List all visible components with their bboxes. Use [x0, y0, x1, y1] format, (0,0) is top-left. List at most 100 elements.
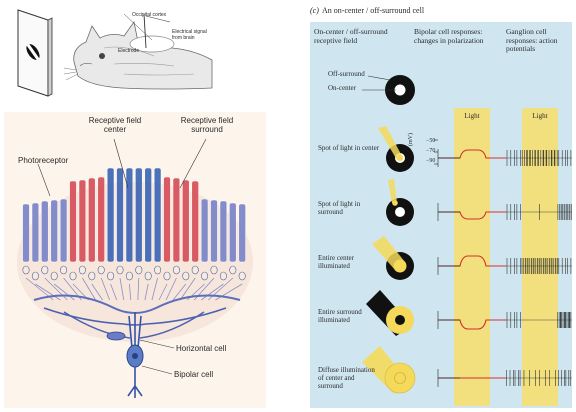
bipolar-trace-3: [438, 319, 506, 330]
receptive-field-center-label: Receptive field center: [88, 116, 142, 134]
bipolar-light-band: [454, 108, 490, 406]
photoreceptor-cell: [210, 199, 218, 263]
photoreceptor-axon: [137, 277, 140, 301]
photoreceptor-nucleus: [88, 271, 96, 281]
photoreceptor-cell: [31, 202, 40, 263]
photoreceptor-cell: [50, 199, 58, 263]
light-beam-0: [378, 126, 403, 160]
photoreceptor-cell: [163, 176, 171, 263]
photoreceptor-cell: [78, 179, 87, 263]
photoreceptor-nucleus: [41, 265, 49, 275]
photoreceptor-cell: [200, 198, 209, 263]
photoreceptor-nucleus: [107, 271, 115, 281]
light-spot-2: [393, 259, 407, 273]
ganglion-light-label: Light: [532, 112, 548, 120]
photoreceptor-cell: [135, 167, 143, 263]
photoreceptor-axon: [110, 283, 118, 301]
photoreceptor-cell: [219, 200, 228, 263]
on-center-panel-heading: (c) An on-center / off-surround cell: [310, 6, 572, 20]
photoreceptor-cell: [116, 167, 124, 263]
axis-unit: (mV): [408, 133, 414, 146]
photoreceptor-nucleus: [229, 265, 237, 275]
photoreceptor-nucleus: [201, 271, 209, 281]
photoreceptor-axon: [201, 283, 224, 301]
col3-header: Ganglion cell responses: action potentia…: [506, 27, 558, 53]
bipolar-trace-1: [438, 211, 506, 220]
photoreceptor-nucleus: [182, 271, 190, 281]
photoreceptor-nucleus: [60, 265, 68, 275]
photoreceptor-nucleus: [69, 271, 77, 281]
bipolar-cell-label: Bipolar cell: [174, 370, 214, 379]
photoreceptor-axon: [151, 277, 158, 301]
photoreceptor-cell: [191, 180, 199, 263]
col2-header: Bipolar cell responses: changes in polar…: [414, 27, 484, 45]
photoreceptor-cell: [172, 177, 181, 263]
cat-experiment-panel: Occipital cortex Electrical signal from …: [4, 4, 252, 102]
photoreceptor-nucleus: [238, 271, 246, 281]
row-label-center-spot: Spot of light in center: [318, 144, 380, 152]
col1-header: On-center / off-surround receptive field: [314, 27, 388, 45]
photoreceptor-nucleus: [154, 265, 162, 275]
row-label-entire-center: Entire center illuminated: [318, 254, 354, 270]
horizontal-cell-body: [106, 331, 126, 341]
photoreceptor-cell: [97, 176, 105, 263]
retina-illustration: [17, 138, 253, 398]
photoreceptor-cell: [41, 200, 49, 263]
row-label-surround-spot: Spot of light in surround: [318, 200, 361, 216]
photoreceptor-nucleus: [135, 265, 143, 275]
stimulus-disc-4: [384, 362, 416, 394]
axis-tick-2: −90: [426, 158, 436, 164]
electrical-signal-label: Electrical signal from brain: [172, 29, 207, 41]
photoreceptor-axon: [165, 277, 177, 301]
receptive-field-surround-label: Receptive field surround: [180, 116, 234, 134]
photoreceptor-nucleus: [78, 265, 86, 275]
photoreceptor-axon: [53, 283, 75, 301]
photoreceptor-nucleus: [210, 265, 218, 275]
light-beam-1: [388, 179, 397, 203]
photoreceptor-axon: [82, 277, 96, 301]
stimulus-center-1: [395, 207, 405, 217]
photoreceptor-cell: [22, 203, 30, 263]
photoreceptor-nucleus: [116, 265, 124, 275]
photoreceptor-axon: [100, 277, 111, 301]
on-center-label: On-center: [328, 84, 356, 92]
horizontal-cell-label: Horizontal cell: [176, 344, 227, 353]
photoreceptor-nucleus: [125, 271, 133, 281]
legend-on-center-disc: [394, 84, 406, 96]
photoreceptor-nucleus: [191, 265, 199, 275]
on-center-panel: On-center / off-surround receptive field…: [310, 22, 572, 408]
photoreceptor-cell: [153, 167, 162, 263]
electrode-label: Electrode: [118, 48, 140, 54]
stimulus-center-4: [394, 372, 406, 384]
light-spot-1: [392, 200, 398, 206]
row-label-diffuse: Diffuse illumination of center and surro…: [318, 366, 375, 390]
photoreceptor-cell: [182, 179, 190, 263]
axis-tick-1: −70: [426, 148, 436, 154]
photoreceptor-axon: [144, 283, 149, 301]
axis-tick-0: −50: [426, 138, 436, 144]
photoreceptor-nucleus: [50, 271, 58, 281]
photoreceptor-cell: [238, 203, 246, 263]
bipolar-trace-2: [438, 255, 506, 267]
panel-letter: (c): [310, 6, 319, 15]
cat-experiment-illustration: [17, 9, 213, 97]
photoreceptor-cell: [106, 167, 115, 263]
photoreceptor-cell: [88, 177, 96, 263]
photoreceptor-cell: [59, 198, 68, 263]
photoreceptor-axon: [158, 283, 168, 301]
photoreceptor-axon: [172, 283, 187, 301]
photoreceptor-axon: [35, 283, 61, 301]
off-surround-label: Off-surround: [328, 70, 365, 78]
photoreceptor-cell: [144, 167, 152, 263]
photoreceptor-nucleus: [97, 265, 105, 275]
photoreceptor-cell: [125, 167, 134, 263]
photoreceptor-nucleus: [144, 271, 152, 281]
occipital-cortex-label: Occipital cortex: [132, 12, 167, 18]
bipolar-light-label: Light: [464, 112, 480, 120]
photoreceptor-cell: [69, 180, 77, 263]
photoreceptor-nucleus: [163, 271, 171, 281]
on-center-diagram: [362, 75, 572, 406]
photoreceptor-axon: [91, 283, 103, 301]
photoreceptor-axon: [119, 277, 125, 301]
light-spot-0: [396, 154, 404, 162]
